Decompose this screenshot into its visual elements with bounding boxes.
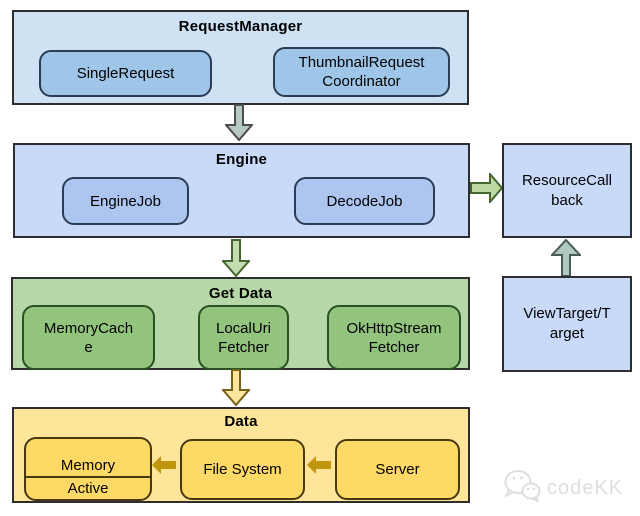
okhttp-stream-fetcher-box: OkHttpStream Fetcher — [327, 305, 461, 370]
local-uri-fetcher-label-line1: LocalUri — [215, 319, 272, 337]
file-system-box: File System — [180, 439, 305, 500]
engine-job-label: EngineJob — [90, 192, 161, 210]
memory-cache-label-line2: e — [84, 338, 93, 356]
arrow-viewtarget-to-resourcecallback — [551, 239, 581, 277]
resource-callback-label-line1: ResourceCall — [521, 171, 613, 189]
resource-callback-label-line2: back — [551, 191, 583, 209]
arrow-engine-to-resourcecallback — [470, 173, 503, 203]
watermark-text: codeKK — [547, 476, 624, 499]
arrow-filesystem-to-memory — [152, 456, 176, 474]
local-uri-fetcher-box: LocalUri Fetcher — [198, 305, 289, 370]
arrow-server-to-filesystem — [307, 456, 331, 474]
file-system-label: File System — [203, 461, 282, 478]
single-request-box: SingleRequest — [39, 50, 212, 97]
engine-title: Engine — [215, 151, 268, 168]
engine-container: Engine EngineJob DecodeJob — [13, 143, 470, 238]
active-label: Active — [26, 476, 150, 499]
view-target-label-line2: arget — [549, 325, 585, 342]
okhttp-stream-fetcher-label-line1: OkHttpStream — [346, 319, 442, 337]
memory-active-box: Memory Active — [24, 437, 152, 501]
get-data-container: Get Data MemoryCach e LocalUri Fetcher O… — [11, 277, 470, 370]
engine-job-box: EngineJob — [62, 177, 189, 225]
memory-label: Memory — [60, 457, 116, 474]
arrow-engine-to-getdata — [222, 239, 250, 278]
arrow-getdata-to-data — [222, 369, 250, 407]
decode-job-box: DecodeJob — [294, 177, 435, 225]
single-request-label: SingleRequest — [76, 65, 175, 82]
data-container: Data Memory Active File System Server — [12, 407, 470, 503]
arrow-requestmanager-to-engine — [225, 104, 253, 142]
local-uri-fetcher-label-line2: Fetcher — [218, 338, 269, 356]
get-data-title: Get Data — [208, 285, 273, 302]
watermark: codeKK — [503, 468, 623, 504]
server-label: Server — [375, 461, 420, 478]
view-target-label-line1: ViewTarget/T — [523, 305, 611, 322]
server-box: Server — [335, 439, 460, 500]
decode-job-label: DecodeJob — [326, 192, 403, 210]
request-manager-container: RequestManager SingleRequest ThumbnailRe… — [12, 10, 469, 105]
resource-callback-box: ResourceCall back — [502, 143, 632, 238]
memory-cache-label-line1: MemoryCach — [43, 319, 134, 337]
thumbnail-request-coordinator-box: ThumbnailRequest Coordinator — [273, 47, 450, 97]
request-manager-title: RequestManager — [178, 18, 303, 35]
okhttp-stream-fetcher-label-line2: Fetcher — [368, 338, 420, 356]
view-target-box: ViewTarget/T arget — [502, 276, 632, 372]
thumbnail-request-label-line2: Coordinator — [322, 73, 401, 90]
wechat-icon — [504, 470, 541, 502]
thumbnail-request-label-line1: ThumbnailRequest — [298, 54, 425, 71]
memory-cache-box: MemoryCach e — [22, 305, 155, 370]
data-title: Data — [224, 413, 258, 430]
